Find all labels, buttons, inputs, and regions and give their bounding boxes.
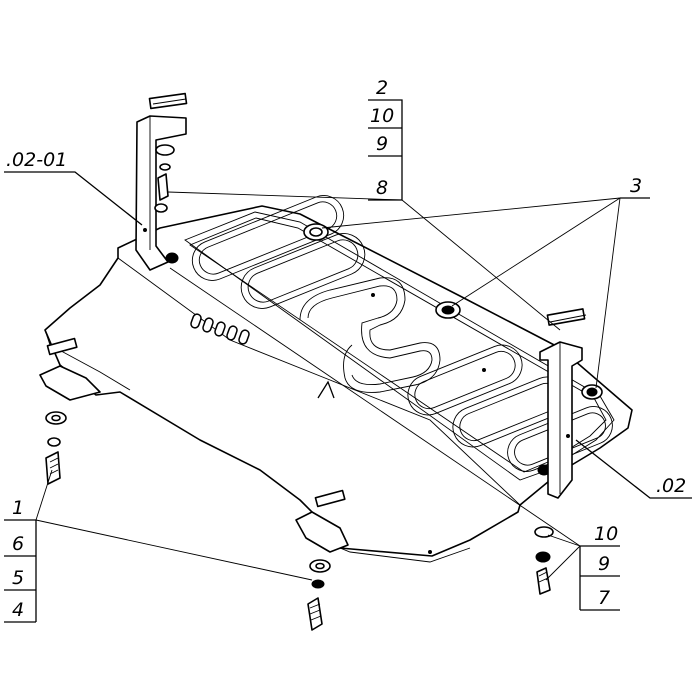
stamped-a-mark [317, 380, 335, 399]
label-10-top: 10 [370, 105, 394, 127]
label-02: .02 [656, 475, 686, 497]
label-6: 6 [12, 533, 24, 555]
label-02-01: .02-01 [6, 149, 67, 171]
label-9-bottom: 9 [598, 553, 610, 575]
right-bracket [539, 308, 587, 499]
label-9-top: 9 [376, 133, 388, 155]
label-3: 3 [630, 175, 642, 197]
bottom-center-mount [295, 489, 349, 631]
bottom-right-hardware [534, 526, 554, 595]
label-1: 1 [12, 497, 24, 519]
vent-slots [190, 313, 250, 345]
left-bracket [135, 92, 188, 271]
label-7: 7 [598, 587, 610, 609]
left-front-tab [39, 337, 101, 485]
label-2: 2 [376, 77, 388, 99]
label-8: 8 [376, 177, 388, 199]
skid-plate [44, 195, 633, 563]
callout-labels: .02-01 2 10 9 8 3 .02 1 6 5 4 10 9 7 [6, 77, 686, 621]
label-4: 4 [12, 599, 24, 621]
leader-lines [4, 99, 692, 623]
label-5: 5 [12, 567, 24, 589]
label-10-bottom: 10 [594, 523, 618, 545]
